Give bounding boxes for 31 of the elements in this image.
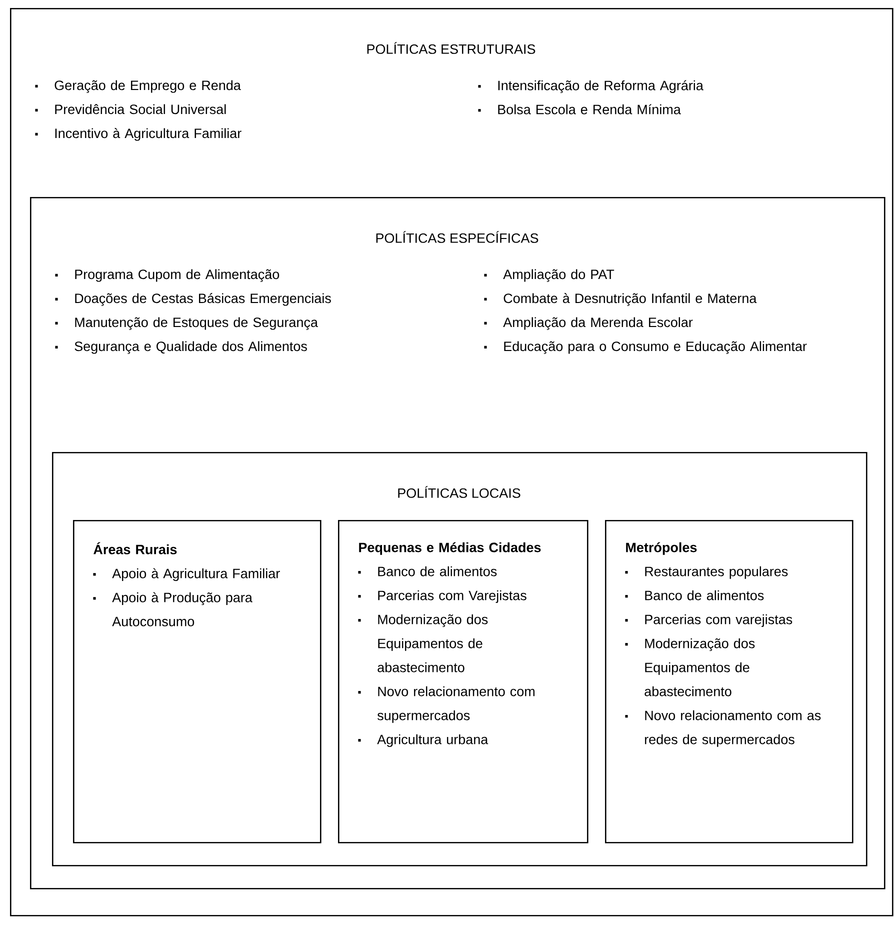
card-heading: Metrópoles bbox=[626, 542, 697, 555]
list-item: Incentivo à Agricultura Familiar bbox=[35, 128, 242, 141]
list-item: Restaurantes populares bbox=[625, 566, 788, 579]
list-item: Modernização dos Equipamentos de abastecimento bbox=[625, 638, 755, 696]
list-item: Banco de alimentos bbox=[358, 566, 497, 576]
card-heading: Pequenas e Médias Cidades bbox=[359, 542, 541, 555]
list-item: Agricultura urbana bbox=[358, 734, 488, 747]
list-item: Previdência Social Universal bbox=[35, 104, 226, 114]
list-item: Ampliação do PAT bbox=[484, 269, 614, 282]
list-item: Doações de Cestas Básicas Emergenciais bbox=[55, 293, 331, 306]
list-item: Intensificação de Reforma Agrária bbox=[478, 80, 704, 93]
list-item: Segurança e Qualidade dos Alimentos bbox=[55, 341, 307, 354]
list-item: Banco de alimentos bbox=[625, 590, 764, 600]
list-item: Geração de Emprego e Renda bbox=[35, 80, 241, 93]
heading: POLÍTICAS ESPECÍFICAS bbox=[376, 231, 538, 243]
card-heading: Áreas Rurais bbox=[94, 542, 177, 554]
list-item: Novo relacionamento com supermercados bbox=[358, 686, 534, 723]
list-item: Parcerias com varejistas bbox=[625, 614, 792, 627]
list-item: Novo relacionamento com as redes de supermercados bbox=[625, 710, 821, 747]
list-item: Parcerias com Varejistas bbox=[358, 590, 526, 603]
list-item: Combate à Desnutrição Infantil e Materna bbox=[484, 293, 757, 306]
list-item: Ampliação da Merenda Escolar bbox=[484, 317, 693, 330]
list-item: Programa Cupom de Alimentação bbox=[55, 269, 280, 282]
list-item: Apoio à Produção para Autoconsumo bbox=[93, 592, 252, 626]
list-item: Educação para o Consumo e Educação Alimentar bbox=[484, 341, 807, 354]
heading: POLÍTICAS LOCAIS bbox=[398, 486, 520, 498]
list-item: Apoio à Agricultura Familiar bbox=[93, 568, 280, 581]
list-item: Modernização dos Equipamentos de abastecimento bbox=[358, 614, 488, 672]
list-item: Manutenção de Estoques de Segurança bbox=[55, 317, 318, 330]
heading: POLÍTICAS ESTRUTURAIS bbox=[367, 42, 536, 54]
list-item: Bolsa Escola e Renda Mínima bbox=[478, 104, 681, 114]
